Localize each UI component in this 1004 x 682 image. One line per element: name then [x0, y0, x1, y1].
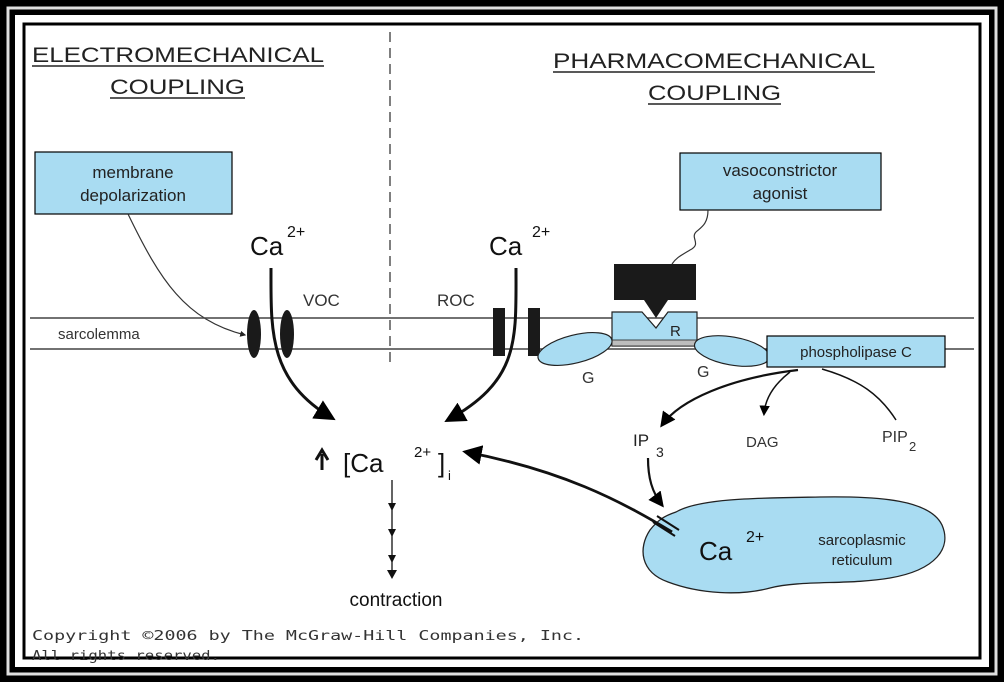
sr-label-line2: reticulum — [832, 552, 893, 569]
vasoconstrictor-agonist-box — [679, 152, 882, 211]
agonist-block — [614, 264, 696, 318]
dag-label: DAG — [746, 434, 779, 451]
increase-arrow-icon — [314, 447, 330, 470]
contraction-label: contraction — [350, 590, 443, 611]
sarcoplasmic-reticulum — [642, 496, 946, 594]
heading-pharmaco-line1: PHARMACOMECHANICAL — [553, 50, 875, 73]
copyright-line2: All rights reserved. — [32, 649, 220, 664]
vaso-to-agonist-line — [671, 209, 709, 265]
roc-channel-right — [528, 308, 540, 356]
sr-ca-label: Ca — [699, 536, 733, 566]
ca-left-charge: 2+ — [287, 224, 305, 241]
voc-channel-right — [280, 310, 294, 358]
sr-release-arrow — [462, 445, 673, 534]
intracellular-ca-subscript: i — [448, 468, 451, 483]
g-protein-left — [537, 331, 613, 367]
ca-right-label: Ca — [489, 231, 523, 261]
sr-label-line1: sarcoplasmic — [818, 532, 906, 549]
ip3-label: IP — [633, 431, 649, 450]
voc-label: VOC — [303, 291, 340, 310]
plc-to-dag-arrow — [759, 371, 791, 417]
ca-left-influx-arrow — [269, 267, 336, 421]
ip3-to-sr-arrow — [646, 457, 664, 508]
vaso-label-line2: agonist — [753, 184, 808, 203]
pip2-curve — [821, 368, 897, 421]
pip2-label: PIP — [882, 429, 908, 446]
depolarization-arrow — [127, 213, 247, 337]
membrane-depolarization-box — [34, 151, 233, 215]
heading-electro-line2: COUPLING — [110, 76, 245, 99]
phospholipase-c-box — [766, 335, 946, 368]
heading-electro-line1: ELECTROMECHANICAL — [32, 44, 324, 67]
phospholipase-c-label: phospholipase C — [800, 344, 912, 361]
roc-channel-left — [493, 308, 505, 356]
g-protein-right-label: G — [697, 364, 709, 381]
roc-label: ROC — [437, 291, 475, 310]
voc-channel-left — [247, 310, 261, 358]
sarcolemma-label: sarcolemma — [58, 326, 140, 343]
ca-right-charge: 2+ — [532, 224, 550, 241]
intracellular-ca-label: [Ca — [343, 448, 384, 478]
ip3-subscript: 3 — [656, 444, 664, 460]
ca-right-influx-arrow — [444, 267, 518, 423]
intracellular-ca-charge: 2+ — [414, 444, 431, 461]
vaso-label-line1: vasoconstrictor — [723, 161, 838, 180]
sr-ca-charge: 2+ — [746, 529, 764, 546]
pip2-subscript: 2 — [909, 439, 916, 454]
ca-left-label: Ca — [250, 231, 284, 261]
cascade-arrowhead-4 — [387, 570, 397, 579]
membrane-label-line2: depolarization — [80, 186, 186, 205]
cascade-arrowhead-1 — [388, 503, 396, 511]
membrane-label-line1: membrane — [92, 163, 173, 182]
cascade-arrowhead-3 — [388, 555, 396, 563]
plc-to-ip3-arrow — [660, 368, 799, 428]
copyright-line1: Copyright ©2006 by The McGraw-Hill Compa… — [32, 629, 584, 644]
receptor-label: R — [670, 323, 681, 340]
g-protein-left-label: G — [582, 370, 594, 387]
cascade-arrowhead-2 — [388, 529, 396, 537]
intracellular-ca-bracket: ] — [438, 448, 445, 478]
heading-pharmaco-line2: COUPLING — [648, 82, 781, 105]
